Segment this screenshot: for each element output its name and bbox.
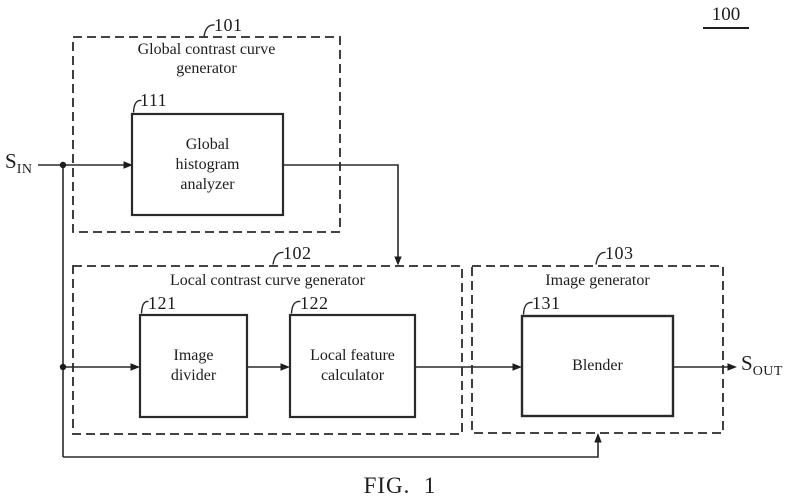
leader-131 bbox=[522, 301, 533, 315]
arrowhead-into-111 bbox=[123, 161, 133, 169]
input-signal-base: S bbox=[5, 149, 17, 173]
block-122: Local feature calculator bbox=[290, 315, 415, 417]
output-signal-base: S bbox=[741, 351, 753, 375]
ref-label-121: 121 bbox=[148, 293, 177, 313]
arrowhead-into-102-top bbox=[394, 256, 402, 266]
arrowhead-into-122 bbox=[280, 363, 290, 371]
arrowhead-into-131 bbox=[512, 363, 522, 371]
leader-102 bbox=[272, 251, 284, 265]
diagram-ref: 100 bbox=[703, 4, 749, 29]
connector-feedback-bottom bbox=[63, 442, 599, 458]
block-111-label: Global histogram analyzer bbox=[175, 135, 240, 193]
leader-122 bbox=[290, 300, 301, 314]
group-101-outline bbox=[72, 36, 341, 233]
output-signal-label: SOUT bbox=[741, 351, 783, 379]
output-signal-sub: OUT bbox=[752, 364, 783, 379]
leader-103 bbox=[595, 251, 606, 265]
ref-label-102: 102 bbox=[283, 243, 312, 263]
ref-label-103: 103 bbox=[605, 243, 634, 263]
block-131-outline bbox=[520, 314, 675, 418]
block-121-label: Image divider bbox=[170, 347, 217, 384]
block-121: Image divider bbox=[140, 315, 247, 417]
junction-dot-lower bbox=[59, 363, 67, 371]
leader-101 bbox=[203, 24, 215, 37]
block-131-label: Blender bbox=[572, 357, 623, 374]
arrowhead-to-output bbox=[727, 363, 737, 371]
ref-label-122: 122 bbox=[300, 293, 329, 313]
input-signal-sub: IN bbox=[16, 162, 33, 177]
block-131: Blender bbox=[522, 316, 673, 416]
arrowhead-into-103-bottom bbox=[594, 433, 602, 443]
block-111: Global histogram analyzer bbox=[132, 114, 283, 215]
group-102-title: Local contrast curve generator bbox=[73, 271, 462, 290]
group-101-title: Global contrast curve generator bbox=[73, 40, 340, 78]
block-122-outline bbox=[288, 313, 417, 419]
arrowhead-into-121 bbox=[130, 363, 140, 371]
leader-121 bbox=[140, 300, 149, 314]
group-101-title-text: Global contrast curve generator bbox=[137, 41, 276, 77]
block-122-label: Local feature calculator bbox=[310, 347, 395, 384]
block-121-outline bbox=[138, 313, 249, 419]
group-103-title: Image generator bbox=[472, 271, 723, 290]
group-103-title-text: Image generator bbox=[545, 272, 650, 289]
ref-label-131: 131 bbox=[532, 293, 561, 313]
input-signal-label: SIN bbox=[5, 149, 32, 177]
connector-111-to-102 bbox=[283, 164, 399, 257]
ref-label-111: 111 bbox=[140, 90, 168, 110]
group-102-title-text: Local contrast curve generator bbox=[169, 272, 365, 289]
ref-label-101: 101 bbox=[214, 15, 243, 35]
junction-dot-upper bbox=[59, 161, 67, 169]
group-102-outline bbox=[72, 265, 463, 435]
figure-caption: FIG. 1 bbox=[363, 473, 437, 498]
leader-111 bbox=[132, 99, 142, 113]
